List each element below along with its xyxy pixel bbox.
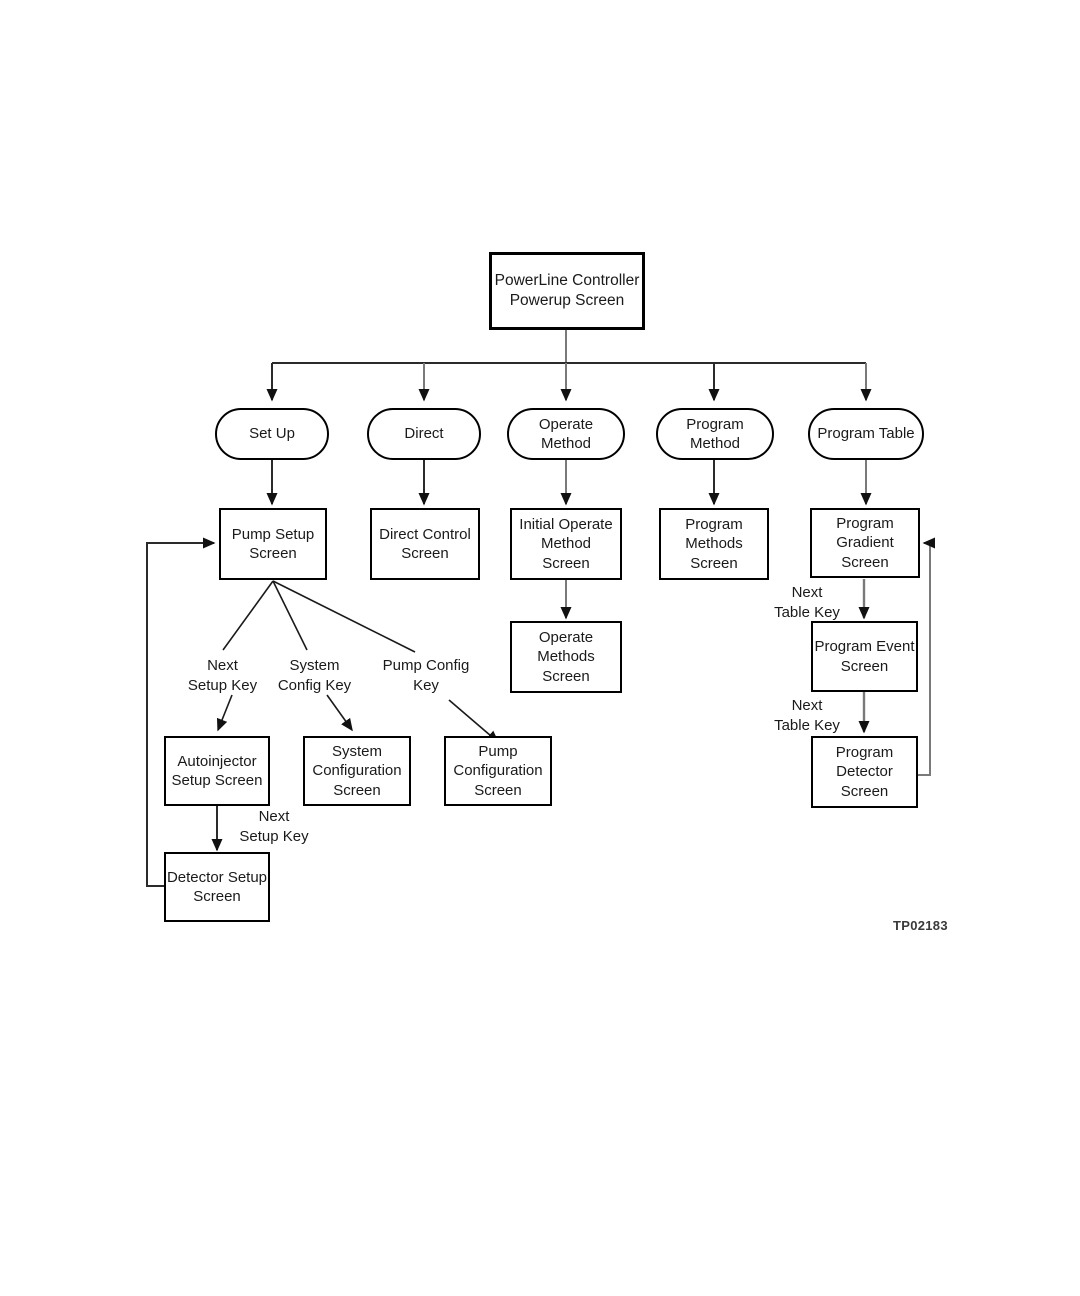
node-operate-method[interactable]: Operate Method (507, 408, 625, 460)
node-pump-configuration-screen[interactable]: Pump Configuration Screen (444, 736, 552, 806)
node-system-configuration-screen[interactable]: System Configuration Screen (303, 736, 411, 806)
edge-label-next-table-key-2: Next Table Key (774, 697, 840, 734)
node-program-methods-screen[interactable]: Program Methods Screen (659, 508, 769, 580)
node-program-event-screen[interactable]: Program Event Screen (811, 621, 918, 692)
node-autoinjector-setup-screen[interactable]: Autoinjector Setup Screen (164, 736, 270, 806)
edge-next-setup-key-to-autoinjector (216, 694, 233, 732)
node-program-table[interactable]: Program Table (808, 408, 924, 460)
edge-label-pump-config-key: Pump Config Key (382, 657, 470, 694)
node-detector-setup-screen[interactable]: Detector Setup Screen (164, 852, 270, 922)
edge-pump-setup-to-pump-config-key (272, 580, 416, 653)
edge-label-next-setup-key-1: Next Setup Key (187, 657, 258, 694)
edge-label-next-setup-key-2: Next Setup Key (239, 808, 309, 845)
node-direct[interactable]: Direct (367, 408, 481, 460)
node-pump-setup-screen[interactable]: Pump Setup Screen (219, 508, 327, 580)
node-set-up[interactable]: Set Up (215, 408, 329, 460)
edge-label-next-table-key-1: Next Table Key (774, 584, 840, 621)
node-program-gradient-screen[interactable]: Program Gradient Screen (810, 508, 920, 578)
edge-pump-setup-to-system-config-key (272, 580, 308, 651)
node-operate-methods-screen[interactable]: Operate Methods Screen (510, 621, 622, 693)
figure-reference-id: TP02183 (893, 918, 948, 933)
node-program-detector-screen[interactable]: Program Detector Screen (811, 736, 918, 808)
node-program-method[interactable]: Program Method (656, 408, 774, 460)
edge-pump-setup-to-next-setup-key (222, 580, 274, 651)
edge-detector-setup-feedback-to-pump-setup (146, 537, 216, 887)
edge-label-system-config-key: System Config Key (277, 657, 352, 694)
node-direct-control-screen[interactable]: Direct Control Screen (370, 508, 480, 580)
node-powerline-controller-powerup-screen[interactable]: PowerLine Controller Powerup Screen (489, 252, 645, 330)
node-initial-operate-method-screen[interactable]: Initial Operate Method Screen (510, 508, 622, 580)
edge-system-config-key-to-system-configuration (326, 694, 353, 732)
